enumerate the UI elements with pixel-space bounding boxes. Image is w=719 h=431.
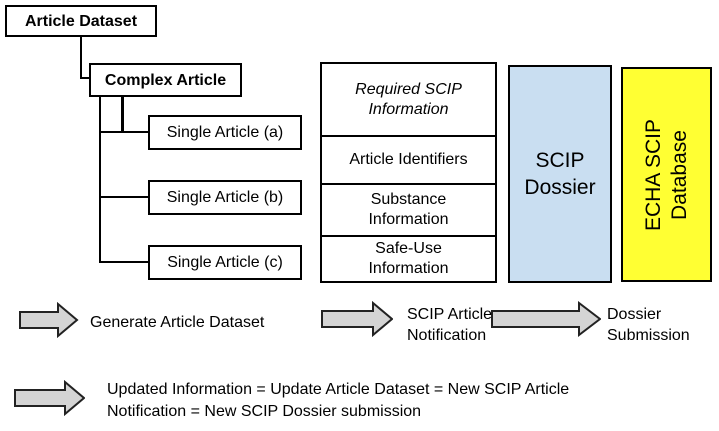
update-note-line2: Notification = New SCIP Dossier submissi… [107, 403, 422, 420]
flow-arrow-icon [19, 302, 79, 338]
connector-line [99, 261, 148, 263]
table-row: Safe-Use Information [322, 235, 495, 281]
table-row: Substance Information [322, 183, 495, 235]
table-header-label: Required SCIP Information [355, 80, 462, 118]
connector-line [99, 131, 148, 133]
scip-dossier-label: SCIP Dossier [524, 149, 596, 199]
flow-arrow-icon [14, 380, 85, 416]
article-dataset-box: Article Dataset [5, 5, 157, 37]
flow-arrow-icon [491, 301, 601, 337]
table-row-label: Substance Information [368, 191, 449, 228]
generate-article-dataset-label: Generate Article Dataset [90, 314, 265, 331]
single-article-b-box: Single Article (b) [148, 180, 302, 215]
connector-line [99, 97, 101, 263]
connector-line [80, 77, 90, 79]
dossier-submission-label: Dossier Submission [607, 306, 690, 344]
echa-scip-database-box: ECHA SCIP Database [621, 67, 712, 282]
echa-scip-database-label: ECHA SCIP Database [641, 118, 691, 231]
scip-article-notification-label: SCIP Article Notification [407, 306, 493, 344]
update-note-label: Updated Information = Update Article Dat… [107, 379, 607, 423]
scip-dossier-box: SCIP Dossier [508, 65, 612, 283]
required-scip-info-table: Required SCIP Information Article Identi… [320, 62, 497, 283]
connector-line [80, 37, 82, 78]
table-header-row: Required SCIP Information [322, 64, 495, 135]
connector-line-thick [121, 97, 124, 132]
single-article-a-box: Single Article (a) [148, 115, 302, 150]
table-row: Article Identifiers [322, 135, 495, 183]
table-row-label: Safe-Use Information [368, 240, 449, 277]
single-article-c-box: Single Article (c) [148, 245, 302, 280]
complex-article-box: Complex Article [89, 63, 242, 97]
connector-line [99, 196, 148, 198]
update-note-line1: Updated Information = Update Article Dat… [107, 381, 570, 398]
table-row-label: Article Identifiers [349, 151, 468, 168]
flow-arrow-icon [321, 301, 393, 337]
